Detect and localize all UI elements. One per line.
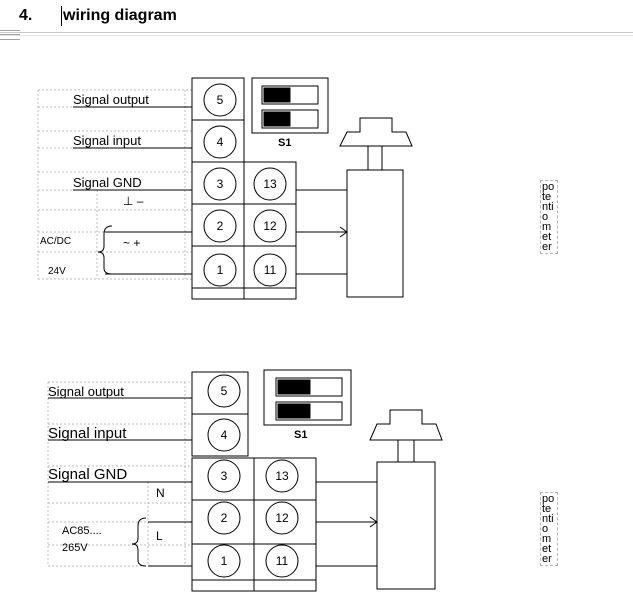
terminal-5-ring — [207, 374, 241, 408]
d1-ground-symbol: ⊥ – — [123, 194, 144, 208]
terminal-1: 1 — [217, 263, 224, 277]
potentiometer-label-2: potentiometer — [540, 492, 558, 566]
terminal-1: 1 — [221, 554, 228, 568]
diagram-1 — [37, 77, 413, 300]
terminal-3: 3 — [217, 177, 224, 191]
d2-live-label: L — [156, 529, 163, 543]
d2-neutral-label: N — [156, 486, 165, 500]
terminal-11-ring — [265, 544, 299, 578]
margin-mark — [0, 30, 20, 40]
terminal-13-ring — [253, 167, 287, 201]
d1-signal-gnd-label: Signal GND — [73, 175, 142, 190]
terminal-13-ring — [265, 459, 299, 493]
d2-signal-output-label: Signal output — [48, 384, 124, 399]
terminal-5: 5 — [221, 384, 228, 398]
terminal-12: 12 — [275, 511, 289, 525]
terminal-2-ring — [203, 209, 237, 243]
terminal-3-ring — [207, 459, 241, 493]
terminal-4-ring — [207, 418, 241, 452]
terminal-5: 5 — [217, 93, 224, 107]
diagram-1-terminal-block — [191, 77, 297, 300]
potentiometer-label-1: potentiometer — [540, 180, 558, 254]
terminal-13: 13 — [275, 469, 289, 483]
diagram-1-switch — [251, 77, 329, 134]
diagram-2-potentiometer — [316, 409, 443, 590]
terminal-2: 2 — [221, 511, 228, 525]
terminal-5-ring — [203, 83, 237, 117]
heading-rule — [0, 32, 633, 33]
diagram-2-wires — [48, 397, 192, 567]
diagram-2-terminal-block — [191, 371, 317, 592]
d1-switch-label: S1 — [278, 137, 291, 149]
d1-signal-output-label: Signal output — [73, 92, 149, 107]
terminal-11: 11 — [276, 554, 289, 568]
d2-signal-gnd-label: Signal GND — [48, 466, 127, 483]
terminal-3-ring — [203, 167, 237, 201]
d1-acdc-label: AC/DC — [40, 236, 71, 247]
terminal-13: 13 — [263, 177, 277, 191]
terminal-11: 11 — [264, 263, 277, 277]
terminal-2-ring — [207, 501, 241, 535]
diagram-1-potentiometer — [296, 117, 413, 298]
d1-signal-input-label: Signal input — [73, 133, 141, 148]
terminal-11-ring — [253, 253, 287, 287]
terminal-4-ring — [203, 125, 237, 159]
d2-signal-input-label: Signal input — [48, 425, 127, 442]
terminal-12-ring — [253, 209, 287, 243]
d2-ac-range-label: AC85.... — [62, 525, 102, 537]
diagram-2-switch — [263, 369, 352, 426]
section-number: 4. — [19, 7, 33, 24]
diagram-1-wires — [73, 106, 192, 275]
terminal-4: 4 — [217, 135, 224, 149]
d2-switch-label: S1 — [294, 429, 307, 441]
section-title: wiring diagram — [63, 7, 177, 24]
terminal-4: 4 — [221, 428, 228, 442]
terminal-1-ring — [207, 544, 241, 578]
text-cursor — [61, 6, 62, 26]
d1-voltage-label: 24V — [48, 266, 66, 277]
d2-voltage-label: 265V — [62, 542, 88, 554]
terminal-12-ring — [265, 501, 299, 535]
terminal-2: 2 — [217, 219, 224, 233]
terminal-3: 3 — [221, 469, 228, 483]
heading-rule-secondary — [0, 35, 633, 36]
diagram-2 — [47, 369, 443, 592]
terminal-1-ring — [203, 253, 237, 287]
terminal-12: 12 — [263, 219, 277, 233]
d1-ac-symbol: ~ + — [123, 236, 140, 250]
